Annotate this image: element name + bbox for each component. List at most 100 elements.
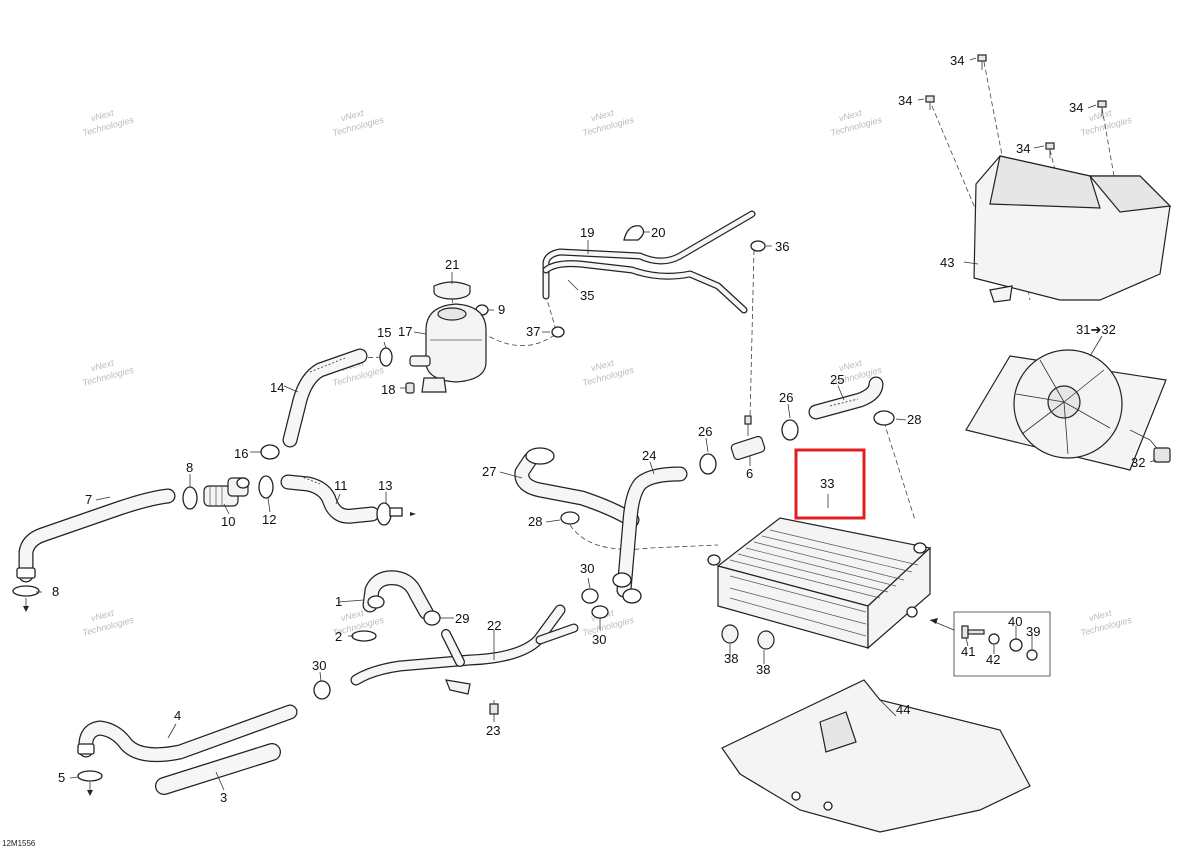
callout-44: 44: [896, 702, 910, 717]
clamp-36: [750, 240, 766, 252]
tube-assembly-22: [350, 604, 579, 695]
screw-34-c: [1097, 100, 1107, 116]
connector-32: [1129, 429, 1171, 463]
callout-27: 27: [482, 464, 496, 479]
callout-6: 6: [746, 466, 753, 481]
screw-23: [489, 703, 499, 715]
callout-12: 12: [262, 512, 276, 527]
callout-33: 33: [820, 476, 834, 491]
callout-29: 29: [455, 611, 469, 626]
callout-26-left: 26: [698, 424, 712, 439]
callout-38-right: 38: [756, 662, 770, 677]
callout-7: 7: [85, 492, 92, 507]
clamp-37: [551, 326, 565, 338]
upper-hose-24: [612, 466, 688, 604]
lower-hose-4: [77, 704, 298, 763]
callout-23: 23: [486, 723, 500, 738]
clamp-26-left: [699, 453, 717, 475]
hose-14: [282, 348, 368, 448]
callout-25: 25: [830, 372, 844, 387]
skid-plate-44: [721, 679, 1031, 833]
callout-21: 21: [445, 257, 459, 272]
callout-34-a: 34: [950, 53, 964, 68]
callout-28-right: 28: [907, 412, 921, 427]
callout-43: 43: [940, 255, 954, 270]
leader-lines: [36, 57, 1157, 791]
callout-11: 11: [334, 478, 348, 493]
hardware-box: [929, 611, 1051, 677]
callout-30-c: 30: [312, 658, 326, 673]
callout-24: 24: [642, 448, 656, 463]
callout-36: 36: [775, 239, 789, 254]
screw-34-b: [925, 95, 935, 110]
cover-43: [973, 155, 1172, 303]
callout-labels: 1 2 3 4 5 6 7 8 8 9 10 11 12 13 14 15 16…: [52, 53, 1145, 805]
vent-hose-19: [542, 210, 756, 300]
callout-40: 40: [1008, 614, 1022, 629]
clamp-28-right: [873, 410, 895, 426]
callout-2: 2: [335, 629, 342, 644]
callout-13: 13: [378, 478, 392, 493]
clamp-12: [258, 475, 274, 499]
callout-3: 3: [220, 790, 227, 805]
screw-34-a: [977, 54, 987, 70]
hose-fitting-1: [362, 570, 434, 620]
clamp-5: [77, 770, 103, 796]
fitting-10: [203, 477, 250, 507]
fan-assembly-31: [965, 349, 1167, 471]
callout-4: 4: [174, 708, 181, 723]
callout-37: 37: [526, 324, 540, 339]
callout-15: 15: [377, 325, 391, 340]
clamp-26-right: [781, 419, 799, 441]
callout-39: 39: [1026, 624, 1040, 639]
callout-41: 41: [961, 644, 975, 659]
coolant-reservoir-17: [409, 303, 487, 393]
screw-34-d: [1045, 142, 1055, 158]
callout-5: 5: [58, 770, 65, 785]
callout-34-b: 34: [898, 93, 912, 108]
callout-28-left: 28: [528, 514, 542, 529]
callout-19: 19: [580, 225, 594, 240]
screw-18: [400, 382, 415, 394]
radiator-fins: [729, 529, 919, 637]
callout-30-a: 30: [580, 561, 594, 576]
clamp-30-c: [313, 680, 331, 700]
diagram-id: 12M1556: [2, 839, 36, 848]
reservoir-cap-21: [433, 281, 471, 300]
watermarks: vNext Technologies vNext Technologies vN…: [81, 108, 1133, 638]
clamp-2: [351, 630, 377, 642]
callout-31-32: 31➔32: [1076, 322, 1116, 337]
clamp-28-left: [560, 511, 580, 525]
hose-sleeve-3: [155, 743, 281, 795]
hose-11: [280, 474, 380, 524]
hose-27: [514, 447, 640, 528]
clamp-29: [423, 610, 441, 626]
callout-10: 10: [221, 514, 235, 529]
callout-34-d: 34: [1016, 141, 1030, 156]
callout-42: 42: [986, 652, 1000, 667]
callout-18: 18: [381, 382, 395, 397]
callout-20: 20: [651, 225, 665, 240]
vent-hose-35: [542, 260, 748, 314]
grommet-38-left: [721, 624, 739, 644]
callout-16: 16: [234, 446, 248, 461]
grommet-38-right: [757, 630, 775, 650]
clamp-30-b: [591, 605, 609, 619]
callout-26-right: 26: [779, 390, 793, 405]
callout-8-top: 8: [186, 460, 193, 475]
callout-35: 35: [580, 288, 594, 303]
callout-9: 9: [498, 302, 505, 317]
callout-17: 17: [398, 324, 412, 339]
fitting-6: [730, 415, 766, 461]
clamp-16: [260, 444, 280, 460]
callout-30-b: 30: [592, 632, 606, 647]
callout-1: 1: [335, 594, 342, 609]
callout-34-c: 34: [1069, 100, 1083, 115]
callout-14: 14: [270, 380, 284, 395]
callout-22: 22: [487, 618, 501, 633]
clamp-13: [376, 502, 416, 526]
callout-8-bottom: 8: [52, 584, 59, 599]
hose-7: [12, 486, 198, 612]
clamp-30-a: [581, 588, 599, 604]
